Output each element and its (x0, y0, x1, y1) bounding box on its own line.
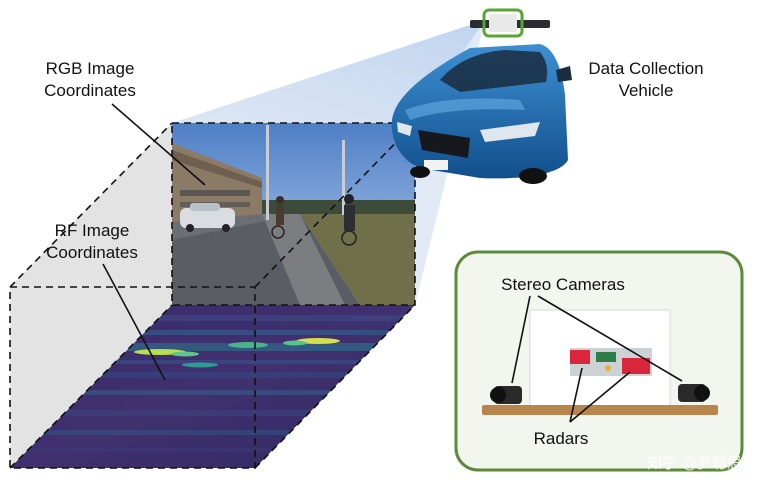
stereo-camera-icon (490, 386, 522, 404)
vehicle-label-line2: Vehicle (619, 81, 674, 100)
rf-coords-label-line1: RF Image (55, 221, 130, 240)
coordinate-box-edges (9, 122, 416, 469)
rf-coords-label-line2: Coordinates (46, 243, 138, 262)
callout-lines (102, 103, 206, 381)
sensor-rig-inset: Stereo Cameras Radars (454, 250, 744, 472)
watermark-text: 知乎 @罗聪思 (647, 454, 742, 472)
rgb-coords-label-line1: RGB Image (46, 59, 135, 78)
radars-label: Radars (534, 429, 589, 448)
rf-heatmap-image (10, 305, 415, 468)
radar-board-icon (570, 348, 652, 376)
rgb-coords-label-line2: Coordinates (44, 81, 136, 100)
vehicle-label-line1: Data Collection (588, 59, 703, 78)
box-left-face (10, 123, 172, 468)
car-icon (391, 8, 572, 184)
stereo-camera-icon-right (678, 384, 710, 402)
stereo-cameras-label: Stereo Cameras (501, 275, 625, 294)
rgb-camera-image (172, 123, 415, 305)
